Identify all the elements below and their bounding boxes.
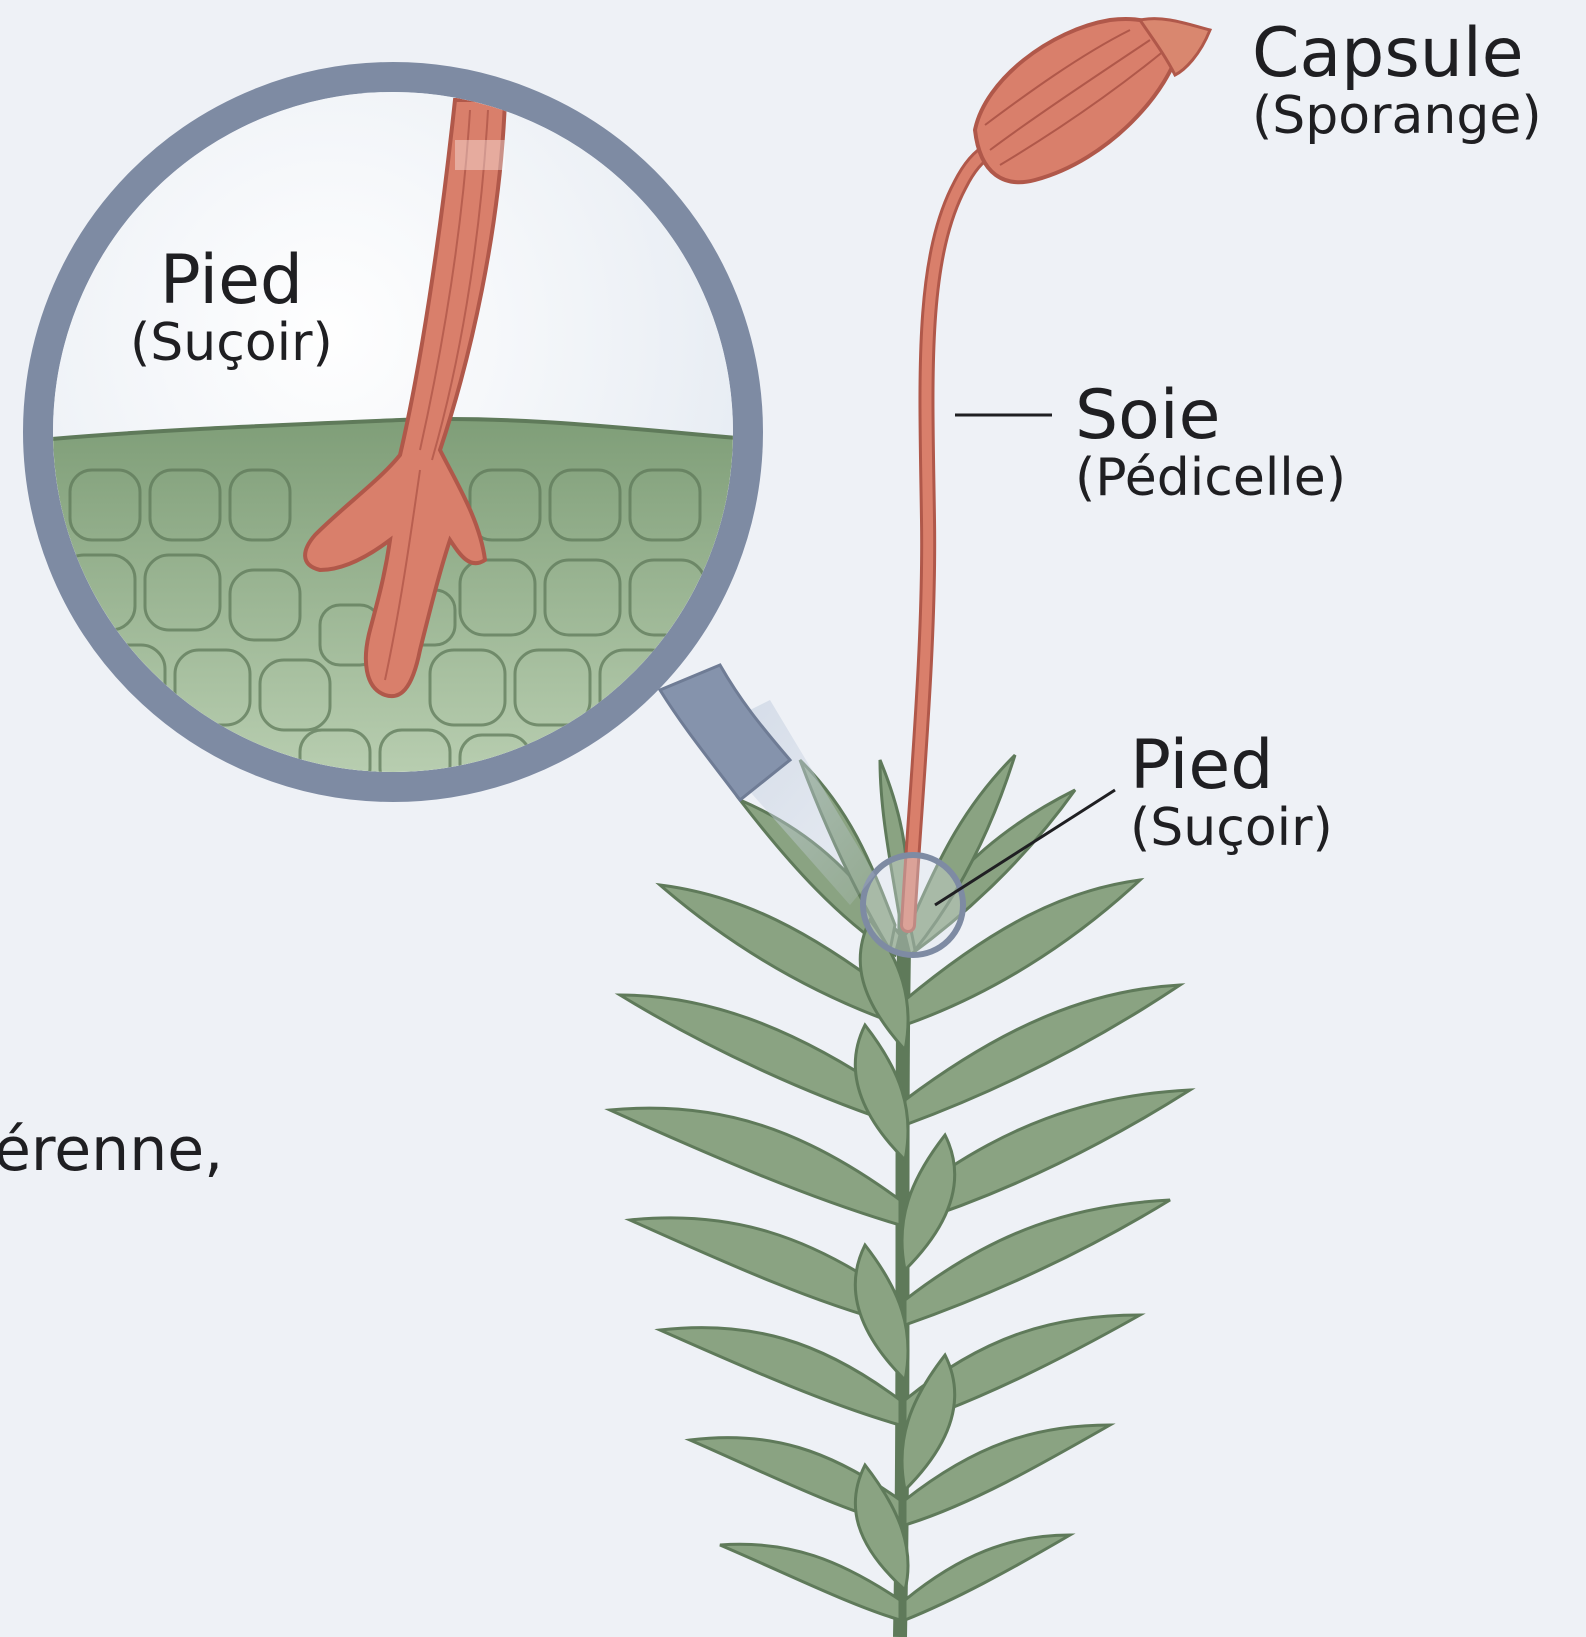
pied-zoom-label: Pied (Suçoir) [130,245,333,371]
capsule-title: Capsule [1252,18,1542,89]
leaf [902,1135,955,1270]
cropped-text-fragment: érenne, [0,1115,223,1185]
leaf [660,1328,900,1425]
capsule-label: Capsule (Sporange) [1252,18,1542,144]
soie-label: Soie (Pédicelle) [1075,380,1346,506]
soie-subtitle: (Pédicelle) [1075,451,1346,506]
capsule-subtitle: (Sporange) [1252,89,1542,144]
leaf [905,1535,1070,1620]
pied-title: Pied [1130,730,1333,801]
pied-zoom-title: Pied [130,245,333,316]
pied-zoom-subtitle: (Suçoir) [130,316,333,371]
pied-subtitle: (Suçoir) [1130,801,1333,856]
zoom-target-circle [863,855,963,955]
capsule [975,19,1210,183]
pied-label: Pied (Suçoir) [1130,730,1333,856]
leaf [610,1108,900,1225]
soie-title: Soie [1075,380,1346,451]
